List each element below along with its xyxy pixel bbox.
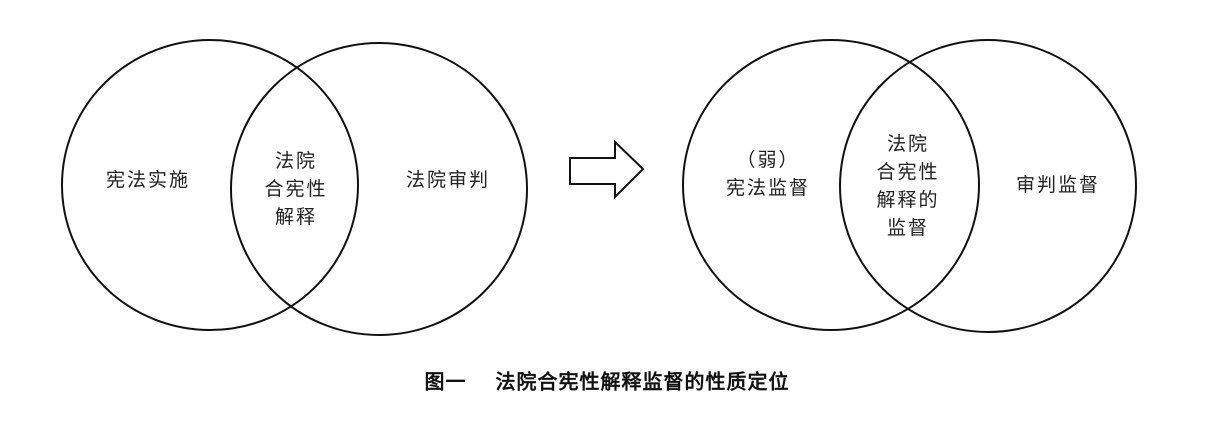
overlap-line: 法院 <box>886 133 930 155</box>
overlap-line: 合宪性 <box>264 178 328 200</box>
label-overlap-right: 法院 合宪性 解释的 监督 <box>876 130 939 242</box>
circle-adjudication-supervision <box>839 39 1137 333</box>
overlap-line: 法院 <box>274 150 318 172</box>
overlap-line: 解释的 <box>876 189 940 211</box>
circle-constitution-implementation <box>61 39 359 331</box>
label-constitution-implementation: 宪法实施 <box>105 169 191 191</box>
label-line: 宪法监督 <box>725 177 811 199</box>
label-overlap-left: 法院 合宪性 解释 <box>264 147 327 231</box>
overlap-line: 解释 <box>274 206 318 228</box>
label-line: （弱） <box>736 149 800 171</box>
circle-court-adjudication <box>230 42 528 336</box>
circle-constitutional-supervision <box>682 39 980 331</box>
label-adjudication-supervision: 审判监督 <box>1015 174 1101 196</box>
label-court-adjudication: 法院审判 <box>405 169 491 191</box>
figure-caption: 图一 法院合宪性解释监督的性质定位 <box>424 369 790 394</box>
overlap-line: 合宪性 <box>876 161 940 183</box>
overlap-line: 监督 <box>886 217 930 239</box>
label-weak-constitutional-supervision: （弱） 宪法监督 <box>726 146 810 202</box>
arrow-right-icon <box>569 139 645 200</box>
